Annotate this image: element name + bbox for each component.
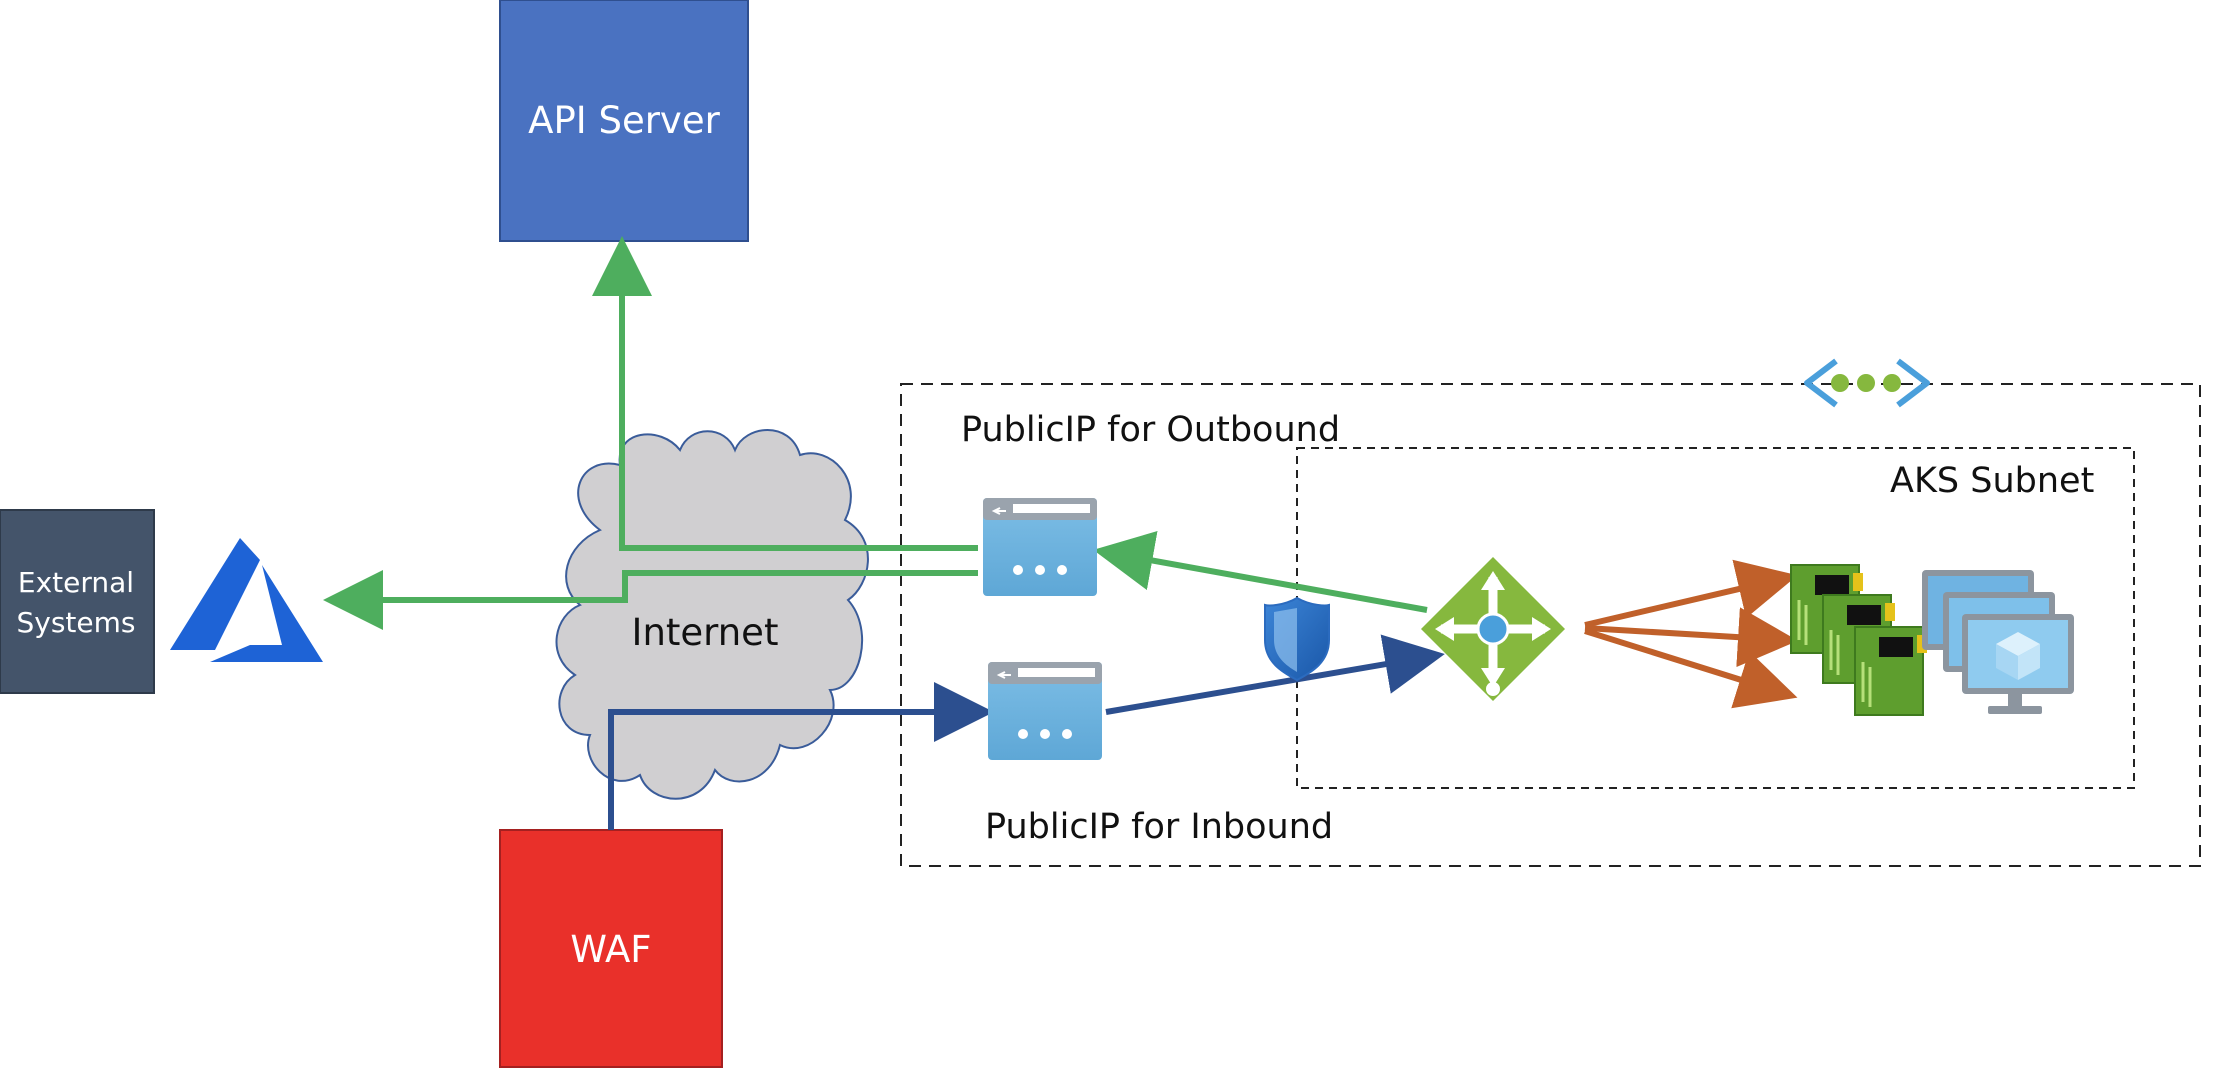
waf-label: WAF: [570, 928, 651, 971]
vnet-boundary: [900, 383, 2201, 867]
outbound-flow-lb-to-pip: [1093, 530, 1428, 613]
virtual-network-icon: [1804, 358, 1930, 408]
lb-to-pod-2: [1584, 607, 1798, 668]
network-security-group-icon: [1264, 596, 1330, 682]
external-systems-label-line1: External: [18, 566, 134, 599]
lb-to-pod-3: [1584, 628, 1798, 709]
waf-box: [499, 829, 723, 1068]
public-ip-inbound-label: PublicIP for Inbound: [985, 807, 1333, 847]
external-systems-label-line2: Systems: [17, 606, 136, 639]
node-pool-icon: [1854, 626, 1927, 716]
public-ip-outbound-label: PublicIP for Outbound: [961, 410, 1340, 450]
api-server-box: [499, 0, 749, 242]
lb-to-pod-1: [1584, 559, 1798, 628]
outbound-flow-to-api-server: [592, 236, 978, 551]
virtual-machine-icon: [1962, 614, 2074, 714]
internet-label: Internet: [632, 611, 779, 654]
outbound-flow-to-external: [323, 570, 978, 630]
azure-logo-icon: [170, 538, 323, 662]
inbound-flow-pip-to-lb: [1105, 634, 1445, 715]
internet-cloud: [555, 429, 869, 800]
api-server-label: API Server: [528, 99, 720, 142]
public-ip-icon: [983, 498, 1097, 596]
aks-subnet-label: AKS Subnet: [1890, 461, 2094, 501]
load-balancer-icon: [1421, 557, 1565, 701]
external-systems-box: [0, 509, 155, 694]
inbound-flow-waf-to-pip: [608, 682, 994, 830]
public-ip-icon: [988, 662, 1102, 760]
